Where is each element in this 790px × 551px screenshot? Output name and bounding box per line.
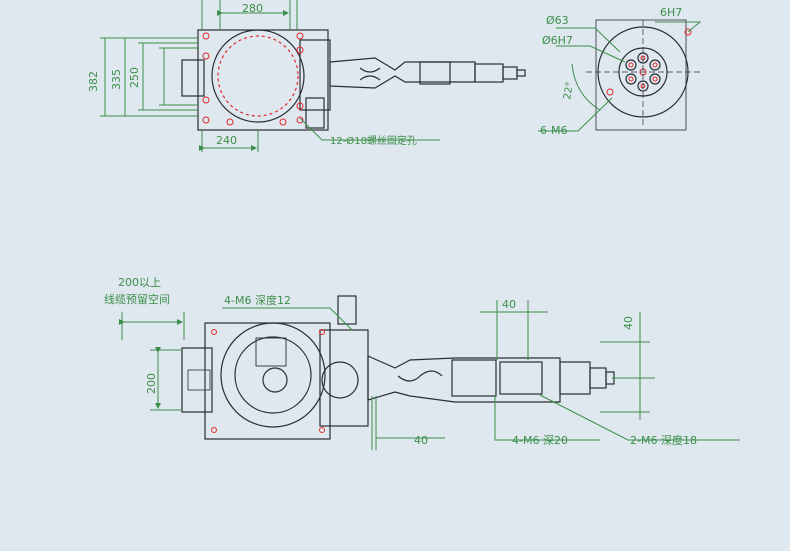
bottom-bolt-holes [211, 329, 325, 433]
top-base-plate [197, 29, 329, 131]
dim-40-bottom: 40 [414, 434, 428, 447]
cable-space-line2: 线缆预留空间 [104, 292, 170, 306]
thread-depth-18-note: 2-M6 深度18 [630, 433, 697, 447]
bottom-dimension-labels: 200以上 线缆预留空间 4-M6 深度12 40 40 200 40 4-M6… [104, 276, 697, 447]
top-dimension-labels: 280 382 335 250 240 12-Ø18螺丝固定孔 [87, 2, 417, 147]
dim-dia-63: Ø63 [546, 14, 569, 27]
dim-280: 280 [242, 2, 263, 15]
fit-6h7: 6H7 [660, 6, 682, 19]
mounting-holes-note: 12-Ø18螺丝固定孔 [330, 134, 417, 147]
thread-6-m6: 6-M6 [540, 124, 567, 137]
top-main-circle [211, 29, 305, 123]
top-view [181, 29, 526, 131]
thread-depth-20-note: 4-M6 深20 [512, 434, 568, 447]
top-wrist [419, 61, 451, 85]
bottom-dimensions [119, 300, 740, 450]
top-arm [329, 57, 476, 89]
bottom-motor-block [319, 329, 369, 427]
bottom-base-left-block [181, 347, 213, 413]
bottom-flange [589, 367, 607, 389]
bottom-view [181, 295, 615, 440]
bottom-joint [262, 367, 288, 393]
top-motor-lower [305, 97, 325, 129]
dim-40-top: 40 [502, 298, 516, 311]
top-base-left-block [181, 59, 205, 97]
dim-40-right: 40 [622, 316, 635, 330]
flange-view [586, 19, 700, 131]
top-forearm [474, 63, 504, 83]
dim-dia-6h7: Ø6H7 [542, 34, 573, 47]
top-dimensions [100, 0, 440, 152]
top-flange [502, 66, 518, 80]
dim-200: 200 [145, 373, 158, 394]
bottom-arm [367, 355, 561, 403]
dim-382: 382 [87, 71, 100, 92]
flange-red-marks [606, 28, 692, 96]
flange-dimensions [538, 21, 702, 132]
top-bolt-holes [202, 32, 304, 126]
cable-space-line1: 200以上 [118, 276, 161, 289]
dim-250: 250 [128, 67, 141, 88]
bottom-wrist [451, 359, 497, 397]
thread-depth-12-note: 4-M6 深度12 [224, 293, 291, 307]
flange-outline [595, 19, 687, 131]
dim-240: 240 [216, 134, 237, 147]
bottom-motor-circle [321, 361, 359, 399]
dim-335: 335 [110, 69, 123, 90]
flange-dimension-labels: Ø63 Ø6H7 6H7 22° 6-M6 [540, 6, 682, 137]
bottom-main-circle [220, 322, 326, 428]
bottom-motor-top [337, 295, 357, 325]
bottom-forearm [559, 361, 591, 395]
flange-holes [625, 52, 661, 92]
angle-22: 22° [562, 81, 576, 100]
